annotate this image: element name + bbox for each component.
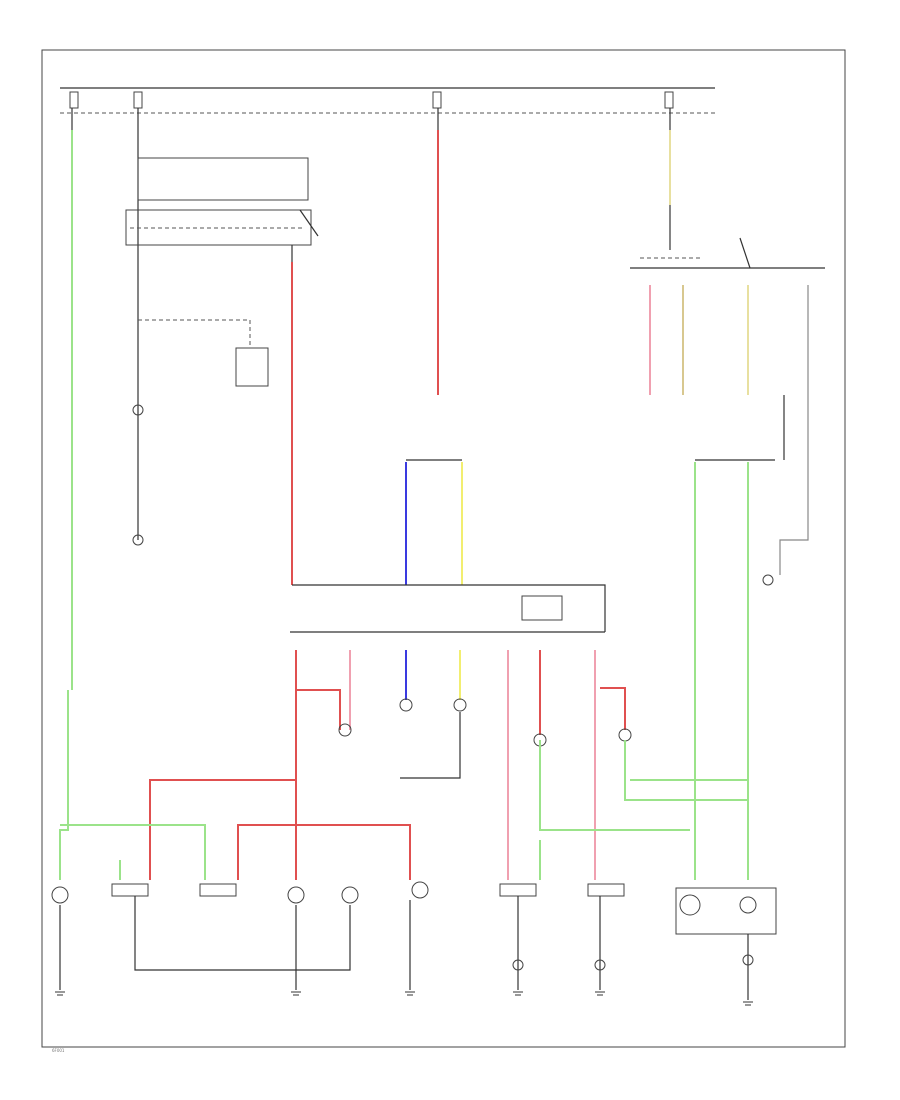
- relay-column-left: [125, 108, 319, 546]
- page-code: 6F001: [52, 1048, 65, 1053]
- green-feed-right: [694, 459, 775, 880]
- lower-harness: [60, 740, 748, 880]
- lower-distribution: [295, 595, 632, 880]
- red-feed-main: [291, 108, 439, 585]
- right-switch-area: [630, 108, 825, 575]
- bottom-lamps: [51, 881, 777, 935]
- diagram-frame: [41, 49, 846, 1048]
- ground-wiring: [59, 896, 754, 1000]
- blue-yellow-junction: [290, 459, 606, 633]
- fuse-bus: [60, 87, 715, 114]
- ground-symbols: [55, 991, 753, 1006]
- fuse-group: [69, 91, 674, 109]
- green-feed-left: [59, 108, 73, 880]
